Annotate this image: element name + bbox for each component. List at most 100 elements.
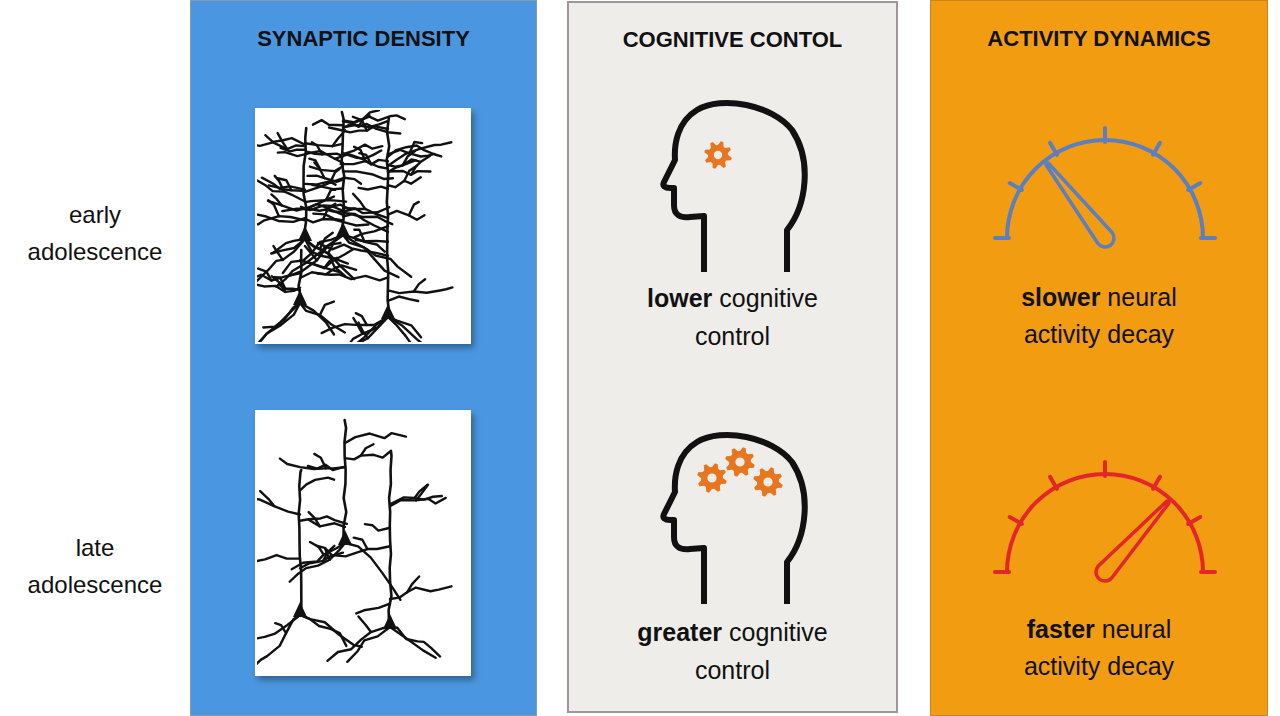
- dendrite: [281, 148, 305, 152]
- dendrite: [343, 115, 405, 122]
- dendrite: [390, 586, 451, 599]
- dendrite: [260, 303, 300, 342]
- dendrite: [263, 303, 300, 328]
- emphasis-word: slower: [1021, 283, 1100, 311]
- dendrite: [343, 235, 411, 277]
- dendrite: [353, 194, 365, 209]
- dendrite: [327, 627, 390, 661]
- dendrite: [332, 130, 345, 146]
- gauge-arc: [1007, 140, 1203, 238]
- dendrite: [390, 627, 440, 657]
- row-label: late adolescence: [5, 529, 185, 603]
- dendrite: [300, 249, 353, 268]
- dendrite: [356, 240, 388, 242]
- dendrite: [305, 239, 348, 264]
- dendrite: [300, 615, 362, 647]
- dendrite: [330, 169, 339, 183]
- dendrite: [305, 219, 368, 226]
- dendrite: [345, 543, 400, 600]
- dendrite: [388, 171, 430, 175]
- dendrite: [387, 118, 390, 314]
- dense-neurons: [257, 110, 452, 342]
- gauge-tick: [1188, 517, 1200, 524]
- dendrite: [342, 112, 345, 232]
- dendrite: [388, 145, 441, 156]
- dendrite: [358, 616, 370, 632]
- gear: [725, 447, 754, 476]
- dendrite: [388, 297, 418, 301]
- row-caption: slower neural activity decay: [992, 279, 1207, 353]
- dendrite: [300, 615, 346, 646]
- emphasis-word: faster: [1027, 615, 1095, 643]
- dendrite: [388, 317, 432, 342]
- dendrite: [389, 452, 392, 624]
- dendrite: [390, 496, 442, 504]
- dendrite: [273, 246, 282, 260]
- soma: [298, 226, 312, 241]
- dendrite: [317, 546, 329, 560]
- dendrite: [356, 313, 367, 325]
- gear: [704, 141, 731, 168]
- dendrite: [257, 490, 300, 514]
- dendrite: [343, 151, 381, 159]
- dendrite: [354, 226, 388, 237]
- panel-blue: SYNAPTIC DENSITY: [190, 0, 537, 716]
- dendrite: [275, 176, 284, 192]
- dendrite: [288, 235, 343, 276]
- gauge-tick: [1050, 143, 1057, 155]
- dendrite: [275, 623, 286, 633]
- caption-rest: cognitive control: [695, 284, 818, 350]
- dendrite: [300, 265, 356, 278]
- dendrite: [407, 576, 419, 592]
- row-caption: lower cognitive control: [625, 279, 840, 355]
- dendrite: [318, 243, 388, 256]
- dendrite: [257, 615, 300, 645]
- gauge: [995, 128, 1215, 251]
- gauge-tick: [1103, 128, 1107, 142]
- dendrite: [326, 190, 335, 200]
- dendrite: [300, 303, 334, 335]
- dendrite: [325, 209, 388, 218]
- dendrite: [416, 485, 428, 501]
- head-outline: [663, 435, 804, 604]
- dendrite: [257, 273, 300, 280]
- dendrite: [323, 546, 334, 561]
- dendrite: [390, 627, 436, 658]
- gear: [753, 467, 782, 496]
- dendrite: [292, 543, 345, 569]
- dendrite: [305, 246, 317, 260]
- soma: [383, 614, 397, 629]
- sparse-neurons: [257, 420, 451, 671]
- dendrite: [359, 187, 388, 190]
- dendrite: [265, 135, 305, 144]
- dendrite: [353, 117, 367, 131]
- dendrite: [305, 181, 336, 184]
- panel-heading: SYNAPTIC DENSITY: [204, 25, 524, 53]
- dendrite: [388, 160, 416, 166]
- dendrite: [409, 142, 422, 153]
- dendrite: [299, 250, 302, 300]
- dendrite: [305, 197, 334, 203]
- dendrite: [262, 178, 305, 191]
- dendrite: [310, 166, 343, 171]
- dendrite: [309, 512, 320, 526]
- dendrite: [304, 128, 307, 236]
- dendrite: [354, 147, 365, 161]
- dendrite: [356, 604, 390, 614]
- dendrite: [340, 317, 388, 342]
- head-outline: [663, 103, 804, 272]
- dendrite: [313, 214, 343, 221]
- soma: [293, 290, 307, 305]
- head-icon: [663, 103, 804, 272]
- dendrite: [341, 161, 388, 169]
- dendrite: [320, 243, 333, 255]
- dendrite: [322, 317, 388, 333]
- dendrite: [258, 269, 271, 281]
- dendrite: [268, 200, 279, 216]
- dendrite: [323, 204, 335, 219]
- dendrite: [328, 243, 340, 253]
